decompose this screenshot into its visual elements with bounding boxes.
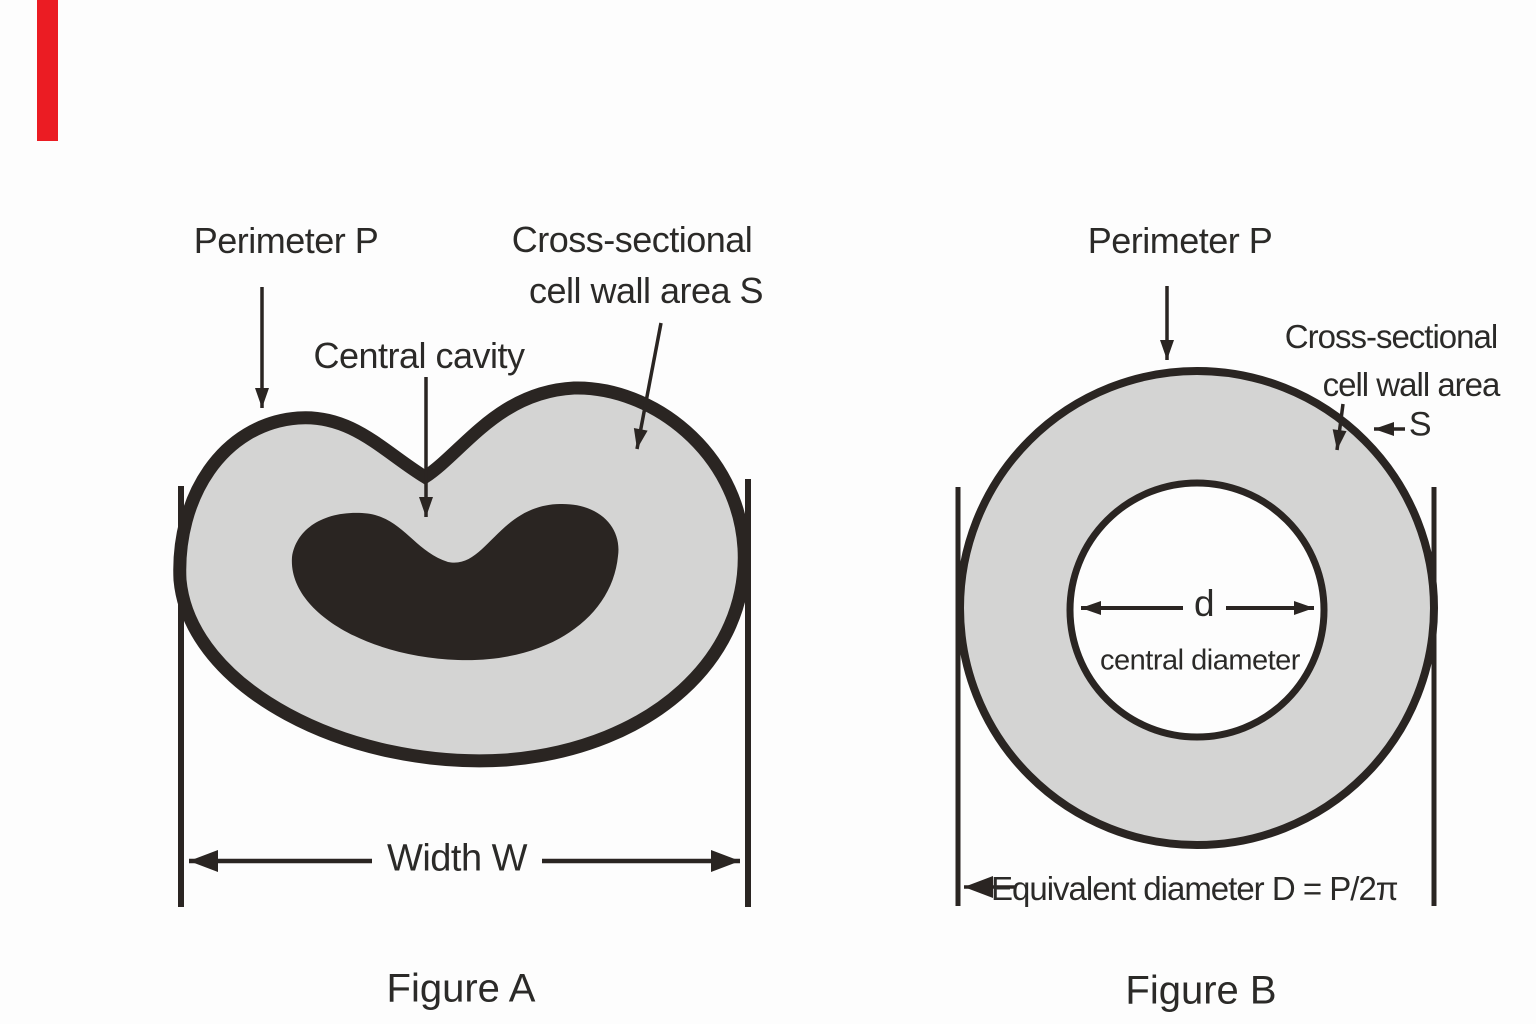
fig-a-cross-sectional-label-line1: Cross-sectional [511, 219, 753, 260]
fig-b-central-diameter-label: central diameter [1100, 644, 1300, 677]
central-cavity-shape [291, 503, 619, 661]
inner-circle-shape [1066, 479, 1328, 741]
fig-a-width-label: Width W [386, 837, 528, 880]
fig-b-caption: Figure B [1125, 968, 1277, 1013]
fig-b-cross-sectional-label-line2: cell wall area [1322, 366, 1501, 403]
fig-b-d-label: d [1193, 583, 1215, 624]
fig-a-cell-wall-arrow [633, 322, 663, 450]
fig-b-equivalent-diameter-label: Equivalent diameter D = P/2π [991, 870, 1399, 907]
fig-a-cross-sectional-label-line2: cell wall area S [528, 270, 764, 311]
fig-b-s-label: S [1408, 405, 1432, 444]
fig-a-perimeter-label: Perimeter P [193, 220, 379, 261]
fig-b-cell-wall-arrow [1332, 403, 1347, 451]
fig-b-perimeter-label: Perimeter P [1087, 220, 1273, 261]
fig-a-central-cavity-label: Central cavity [313, 335, 525, 376]
fig-a-caption: Figure A [386, 966, 536, 1011]
red-marker-bar [37, 0, 58, 141]
fig-b-cross-sectional-label-line1: Cross-sectional [1284, 318, 1498, 355]
